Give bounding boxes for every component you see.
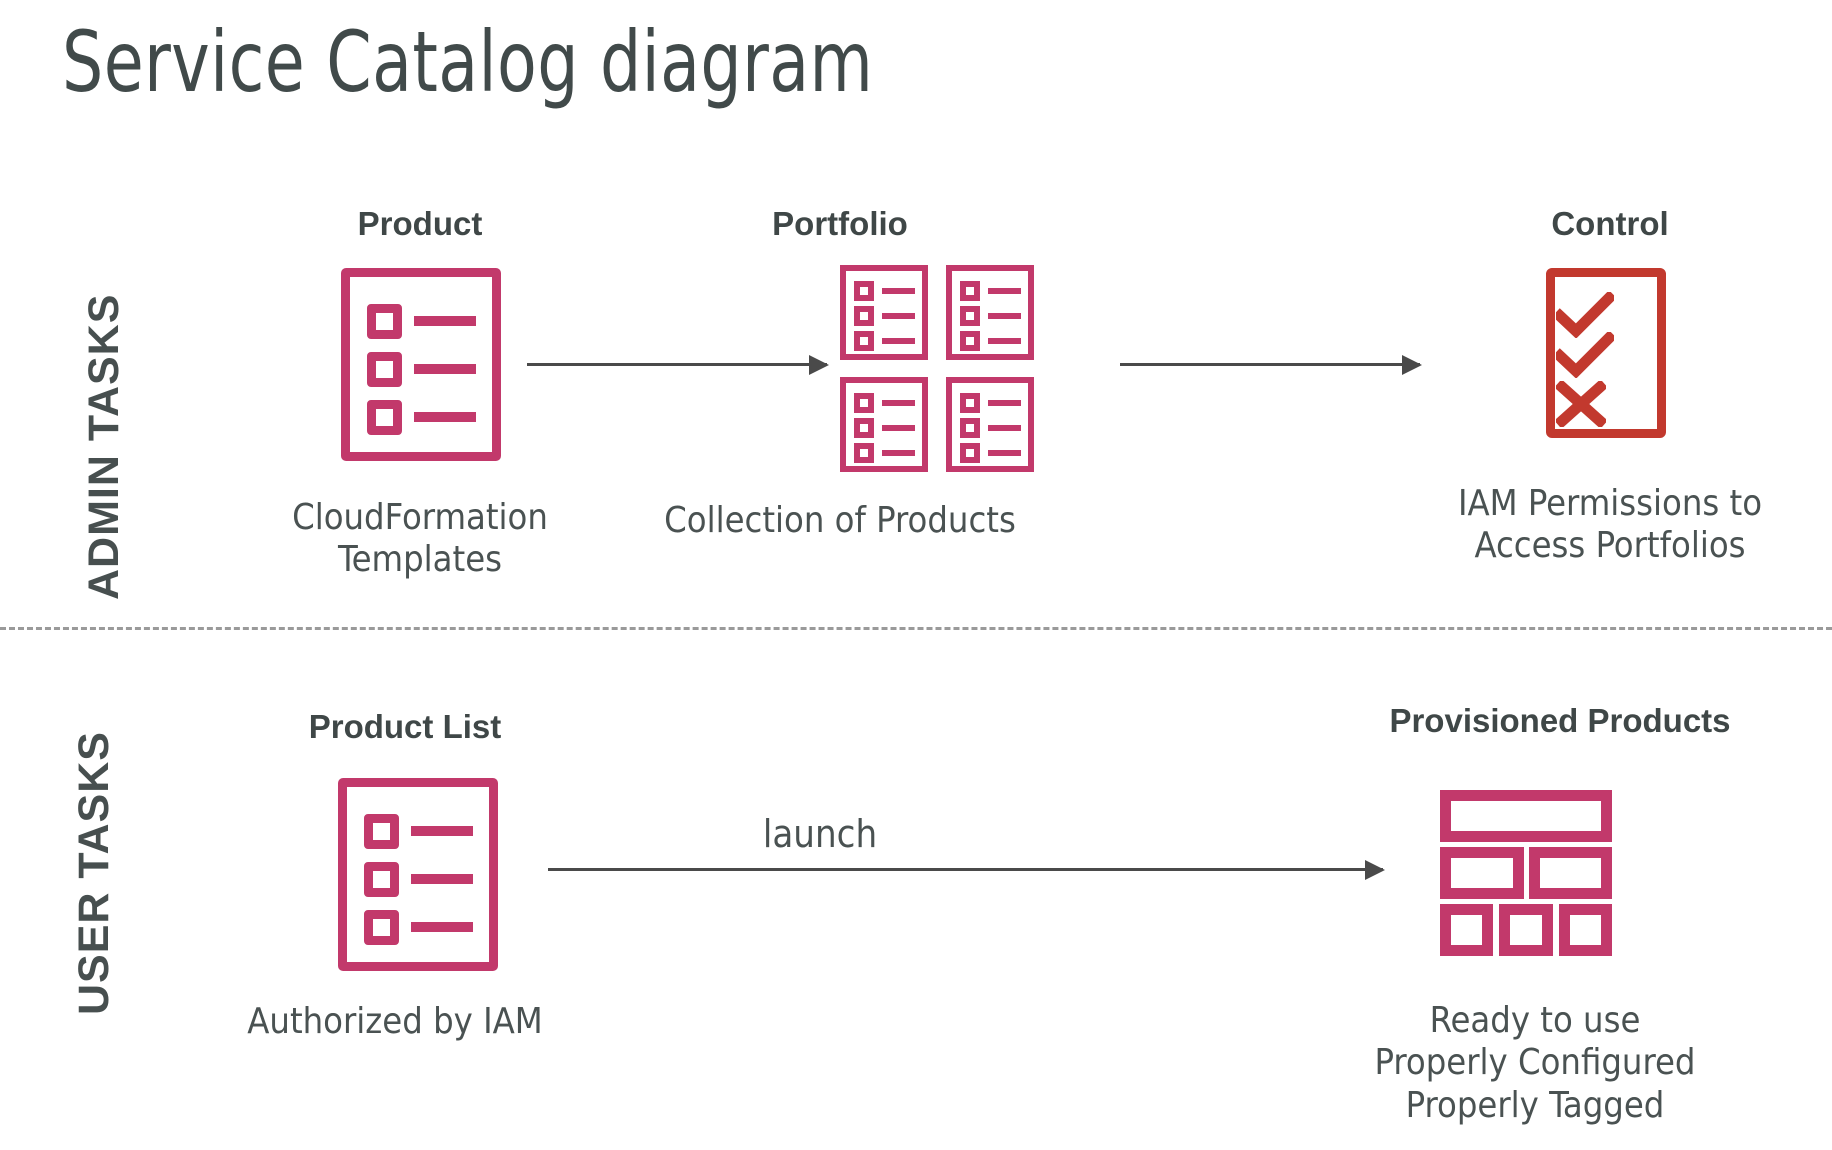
node-product-title: Product	[357, 205, 483, 242]
portfolio-item-line	[882, 425, 915, 431]
node-control[interactable]: Control	[1430, 205, 1790, 565]
edge-label-launch: launch	[762, 812, 878, 856]
portfolio-item-line	[988, 288, 1021, 294]
portfolio-item-checkbox	[854, 418, 874, 438]
section-label-admin-tasks: ADMIN TASKS	[80, 293, 128, 600]
product-list-icon-checkbox	[364, 862, 399, 897]
portfolio-item-line	[988, 313, 1021, 319]
product-list-icon	[341, 268, 501, 461]
portfolio-item-checkbox	[854, 306, 874, 326]
product-list-icon-checkbox	[364, 814, 399, 849]
portfolio-item-line	[988, 400, 1021, 406]
node-control-title: Control	[1551, 205, 1669, 242]
node-portfolio[interactable]: Portfolio	[650, 205, 1030, 565]
check-icon	[1556, 332, 1614, 378]
provisioned-block	[1440, 847, 1524, 899]
node-provisioned-products[interactable]: Provisioned Products	[1340, 702, 1780, 1082]
arrow-product-to-portfolio	[527, 355, 829, 375]
product-icon-line	[414, 316, 476, 326]
portfolio-item-line	[882, 288, 915, 294]
provisioned-blocks-icon	[1440, 790, 1612, 960]
portfolio-item-checkbox	[960, 331, 980, 351]
product-list-icon	[338, 778, 498, 971]
product-icon-checkbox	[367, 304, 402, 339]
node-provisioned-products-caption: Ready to use Properly Configured Properl…	[1374, 1000, 1696, 1126]
node-product-list-title: Product List	[308, 708, 502, 745]
provisioned-block	[1559, 904, 1612, 956]
portfolio-item-line	[882, 450, 915, 456]
node-portfolio-caption: Collection of Products	[664, 500, 1016, 541]
provisioned-block	[1529, 847, 1612, 899]
portfolio-item-line	[882, 313, 915, 319]
portfolio-item-checkbox	[960, 443, 980, 463]
portfolio-item-checkbox	[960, 418, 980, 438]
portfolio-item-checkbox	[960, 306, 980, 326]
arrow-productlist-to-provisioned	[548, 860, 1385, 880]
portfolio-item-line	[988, 425, 1021, 431]
portfolio-item-line	[882, 400, 915, 406]
check-icon	[1556, 292, 1614, 338]
node-product-caption: CloudFormation Templates	[292, 497, 548, 581]
product-list-icon-line	[411, 922, 473, 932]
portfolio-item-line	[988, 338, 1021, 344]
portfolio-item-checkbox	[854, 393, 874, 413]
portfolio-item-checkbox	[854, 281, 874, 301]
node-portfolio-title: Portfolio	[772, 205, 908, 242]
node-product[interactable]: Product	[240, 205, 600, 565]
provisioned-block	[1499, 904, 1553, 956]
portfolio-item-line	[988, 450, 1021, 456]
node-product-list[interactable]: Product List	[230, 708, 580, 1068]
provisioned-block	[1440, 904, 1493, 956]
node-product-list-caption: Authorized by IAM	[247, 1001, 543, 1042]
section-divider	[0, 627, 1832, 630]
product-icon-checkbox	[367, 400, 402, 435]
product-icon-line	[414, 412, 476, 422]
product-list-icon-line	[411, 874, 473, 884]
product-icon-line	[414, 364, 476, 374]
section-label-user-tasks: USER TASKS	[70, 731, 118, 1015]
portfolio-item-checkbox	[960, 281, 980, 301]
product-icon-checkbox	[367, 352, 402, 387]
product-list-icon-line	[411, 826, 473, 836]
portfolio-item-checkbox	[854, 443, 874, 463]
product-list-icon-checkbox	[364, 910, 399, 945]
portfolio-item-checkbox	[960, 393, 980, 413]
portfolio-grid-icon	[840, 265, 1052, 477]
node-provisioned-products-title: Provisioned Products	[1389, 702, 1731, 739]
arrow-portfolio-to-control	[1120, 355, 1422, 375]
portfolio-item-line	[882, 338, 915, 344]
node-control-caption: IAM Permissions to Access Portfolios	[1457, 483, 1763, 567]
cross-icon	[1556, 381, 1606, 427]
provisioned-block	[1440, 790, 1612, 842]
page-title: Service Catalog diagram	[62, 13, 874, 111]
portfolio-item-checkbox	[854, 331, 874, 351]
